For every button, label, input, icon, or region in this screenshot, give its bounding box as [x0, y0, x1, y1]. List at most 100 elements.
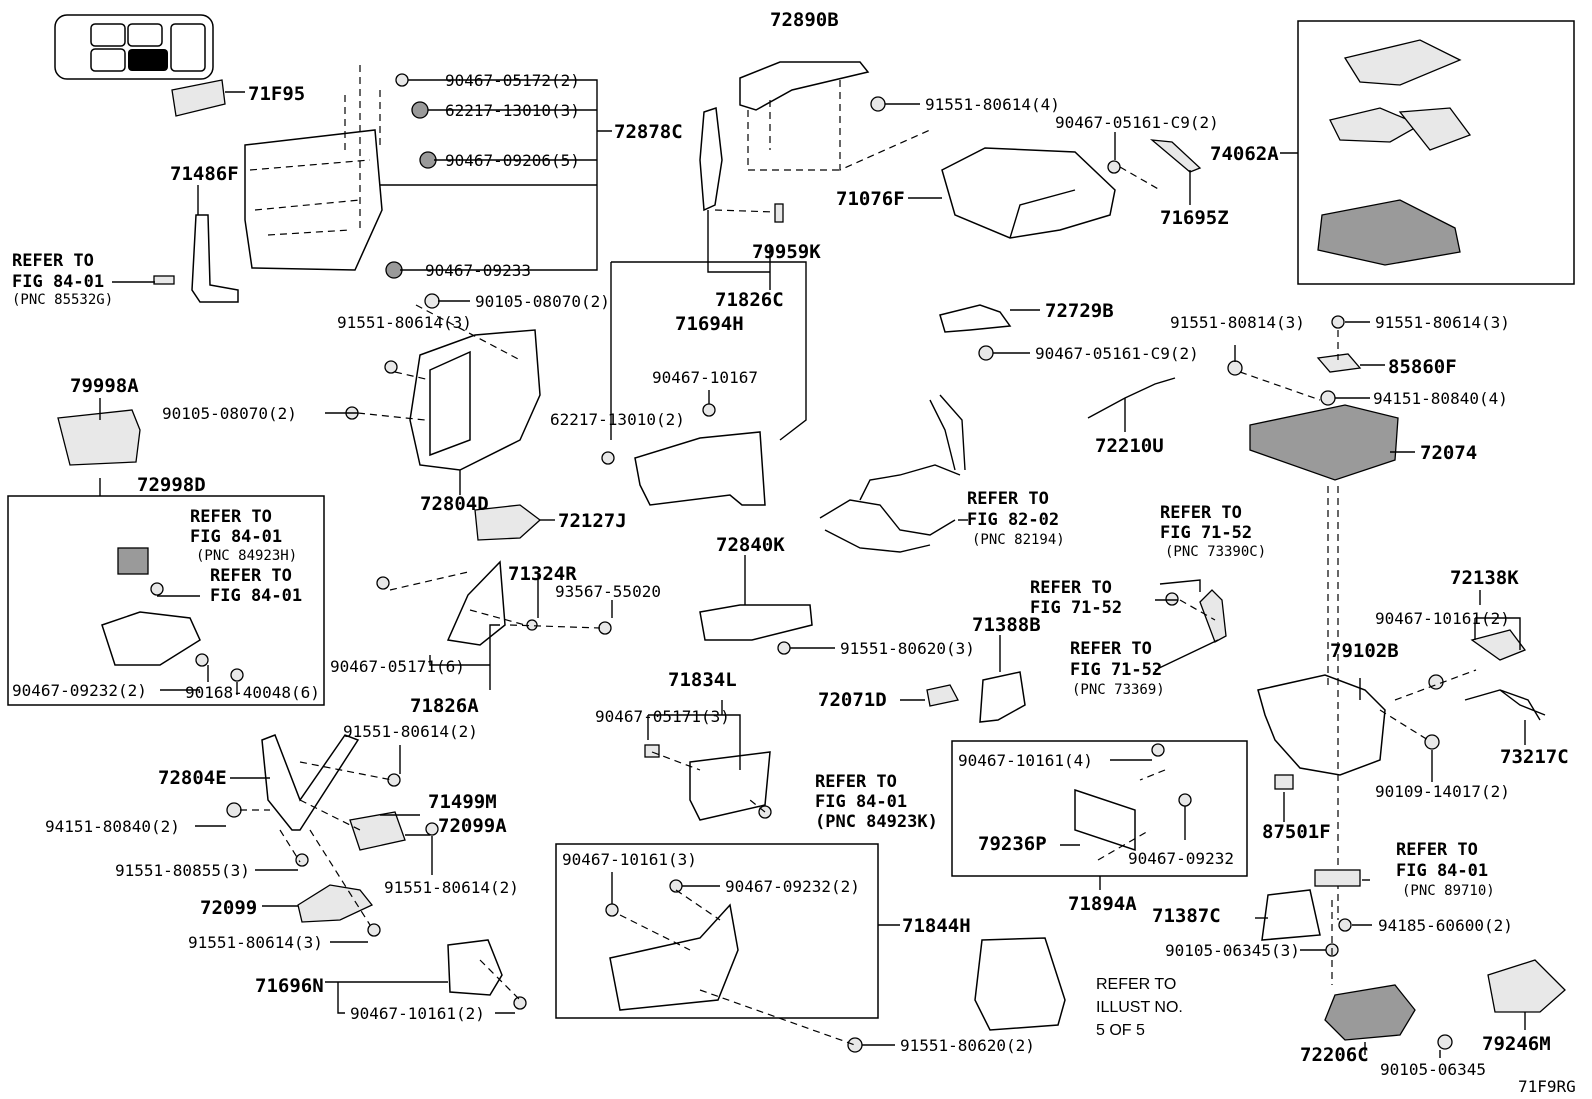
fastener-79959K-icon — [774, 203, 784, 223]
part-79998A-drawing — [57, 409, 141, 466]
part-labels: 72890B 71F95 90467-05172(2) 62217-13010(… — [12, 9, 1569, 1079]
part-label-90105-08070-b: 90105-08070(2) — [162, 404, 297, 423]
part-label-90168-40048: 90168-40048(6) — [185, 683, 320, 702]
svg-text:FIG 71-52: FIG 71-52 — [1030, 598, 1122, 618]
part-label-94185-60600: 94185-60600(2) — [1378, 916, 1513, 935]
refer-note-fig-71-52-73390C: REFER TO FIG 71-52 (PNC 73390C) — [1160, 503, 1266, 560]
part-label-74062A: 74062A — [1210, 143, 1279, 165]
svg-text:FIG 71-52: FIG 71-52 — [1070, 660, 1162, 680]
part-label-72840K: 72840K — [716, 534, 785, 556]
part-72890B-drawing — [739, 61, 870, 111]
part-71695Z-drawing — [1149, 139, 1202, 173]
part-label-71894A: 71894A — [1068, 893, 1137, 915]
part-71826C-drawing — [699, 106, 723, 212]
part-label-93567-55020: 93567-55020 — [555, 582, 661, 601]
part-71388B-drawing — [979, 671, 1026, 723]
part-71486F-drawing — [191, 214, 239, 303]
part-label-90467-10161-3: 90467-10161(3) — [562, 850, 697, 869]
part-72074-drawing — [1249, 404, 1399, 481]
svg-text:FIG 82-02: FIG 82-02 — [967, 510, 1059, 530]
part-label-79959K: 79959K — [752, 241, 821, 263]
svg-text:REFER TO: REFER TO — [12, 251, 94, 271]
part-71834L-drawing — [689, 751, 771, 821]
part-label-79236P: 79236P — [978, 833, 1047, 855]
part-label-91551-80620-2: 91551-80620(2) — [900, 1036, 1035, 1055]
part-label-90467-09232-2a: 90467-09232(2) — [12, 681, 147, 700]
part-79102B-drawing — [1257, 674, 1386, 776]
wiring-harness-drawing — [819, 394, 966, 553]
part-label-90467-09206: 90467-09206(5) — [445, 151, 580, 170]
part-label-71696N: 71696N — [255, 975, 324, 997]
part-71844H-drawing — [609, 903, 739, 1011]
part-label-62217-13010: 62217-13010(3) — [445, 101, 580, 120]
svg-text:REFER TO: REFER TO — [1096, 976, 1176, 993]
part-label-72099A: 72099A — [438, 815, 507, 837]
part-label-72729B: 72729B — [1045, 300, 1114, 322]
part-label-90467-05171-6: 90467-05171(6) — [330, 657, 465, 676]
refer-note-fig-84-01-84923H: REFER TO FIG 84-01 (PNC 84923H) — [190, 507, 297, 564]
part-label-71826A: 71826A — [410, 695, 479, 717]
part-71696N-drawing — [447, 939, 503, 996]
part-label-79246M: 79246M — [1482, 1033, 1551, 1055]
part-label-90105-06345-3: 90105-06345(3) — [1165, 941, 1300, 960]
part-label-71826C: 71826C — [715, 289, 784, 311]
part-71F95-drawing — [171, 79, 226, 117]
svg-text:REFER TO: REFER TO — [210, 566, 292, 586]
part-72071D-drawing — [926, 684, 959, 707]
part-label-90467-09232: 90467-09232 — [1128, 849, 1234, 868]
part-71387C-drawing — [1261, 889, 1321, 941]
part-drawings — [57, 39, 1566, 1041]
part-72729B-drawing — [939, 304, 1012, 333]
part-label-90105-08070-a: 90105-08070(2) — [475, 292, 610, 311]
refer-note-illust-5-of-5: REFER TO ILLUST NO. 5 OF 5 — [1096, 976, 1183, 1039]
group-frame-71844H — [555, 843, 879, 1019]
part-87501F-drawing — [1274, 774, 1294, 790]
part-label-90467-10167: 90467-10167 — [652, 368, 758, 387]
part-label-71387C: 71387C — [1152, 905, 1221, 927]
group-frame-72998D — [7, 495, 325, 706]
part-label-72071D: 72071D — [818, 689, 887, 711]
part-label-90467-05161-C9-b: 90467-05161-C9(2) — [1035, 344, 1199, 363]
diagram-code: 71F9RG — [1518, 1077, 1576, 1096]
part-label-90105-06345: 90105-06345 — [1380, 1060, 1486, 1079]
part-label-71F95: 71F95 — [248, 83, 305, 105]
svg-text:(PNC 85532G): (PNC 85532G) — [12, 292, 113, 308]
part-label-72138K: 72138K — [1450, 567, 1519, 589]
part-label-87501F: 87501F — [1262, 821, 1331, 843]
part-label-79102B: 79102B — [1330, 640, 1399, 662]
part-label-90467-05172: 90467-05172(2) — [445, 71, 580, 90]
part-label-71486F: 71486F — [170, 163, 239, 185]
part-storage-box-drawing — [974, 937, 1066, 1031]
part-72840K-drawing — [699, 604, 813, 641]
part-71076F-drawing — [941, 147, 1116, 239]
refer-note-fig-82-02-82194: REFER TO FIG 82-02 (PNC 82194) — [967, 489, 1065, 548]
part-label-79998A: 79998A — [70, 375, 139, 397]
svg-text:FIG 84-01: FIG 84-01 — [815, 792, 907, 812]
part-label-91551-80620-3: 91551-80620(3) — [840, 639, 975, 658]
part-label-91551-80614-3b: 91551-80614(3) — [1375, 313, 1510, 332]
refer-notes: REFER TO FIG 84-01 (PNC 85532G) REFER TO… — [12, 251, 1495, 1039]
part-label-71834L: 71834L — [668, 669, 737, 691]
part-label-94151-80840-4: 94151-80840(4) — [1373, 389, 1508, 408]
part-72998D-drawing — [101, 611, 201, 666]
part-label-72804E: 72804E — [158, 767, 227, 789]
part-label-71076F: 71076F — [836, 188, 905, 210]
refer-note-fig-84-01-84923K: REFER TO FIG 84-01 (PNC 84923K) — [815, 772, 938, 832]
part-label-90467-10161-4: 90467-10161(4) — [958, 751, 1093, 770]
part-label-91551-80814: 91551-80814(3) — [1170, 313, 1305, 332]
part-label-85860F: 85860F — [1388, 356, 1457, 378]
svg-text:(PNC 84923H): (PNC 84923H) — [196, 548, 297, 564]
part-label-90467-10161-2b: 90467-10161(2) — [350, 1004, 485, 1023]
svg-text:FIG 84-01: FIG 84-01 — [210, 586, 302, 606]
part-72138K-drawing — [1470, 629, 1527, 661]
part-label-71694H: 71694H — [675, 313, 744, 335]
svg-text:(PNC 73390C): (PNC 73390C) — [1165, 544, 1266, 560]
svg-text:REFER TO: REFER TO — [1070, 639, 1152, 659]
part-label-91551-80614-4: 91551-80614(4) — [925, 95, 1060, 114]
part-72206C-drawing — [1324, 984, 1416, 1041]
refer-note-fig-84-01-85532G: REFER TO FIG 84-01 (PNC 85532G) — [12, 251, 113, 308]
refer-note-fig-84-01: REFER TO FIG 84-01 — [210, 566, 302, 606]
part-label-71499M: 71499M — [428, 791, 497, 813]
part-72099-drawing — [297, 884, 374, 923]
part-72127J-drawing — [474, 504, 542, 541]
